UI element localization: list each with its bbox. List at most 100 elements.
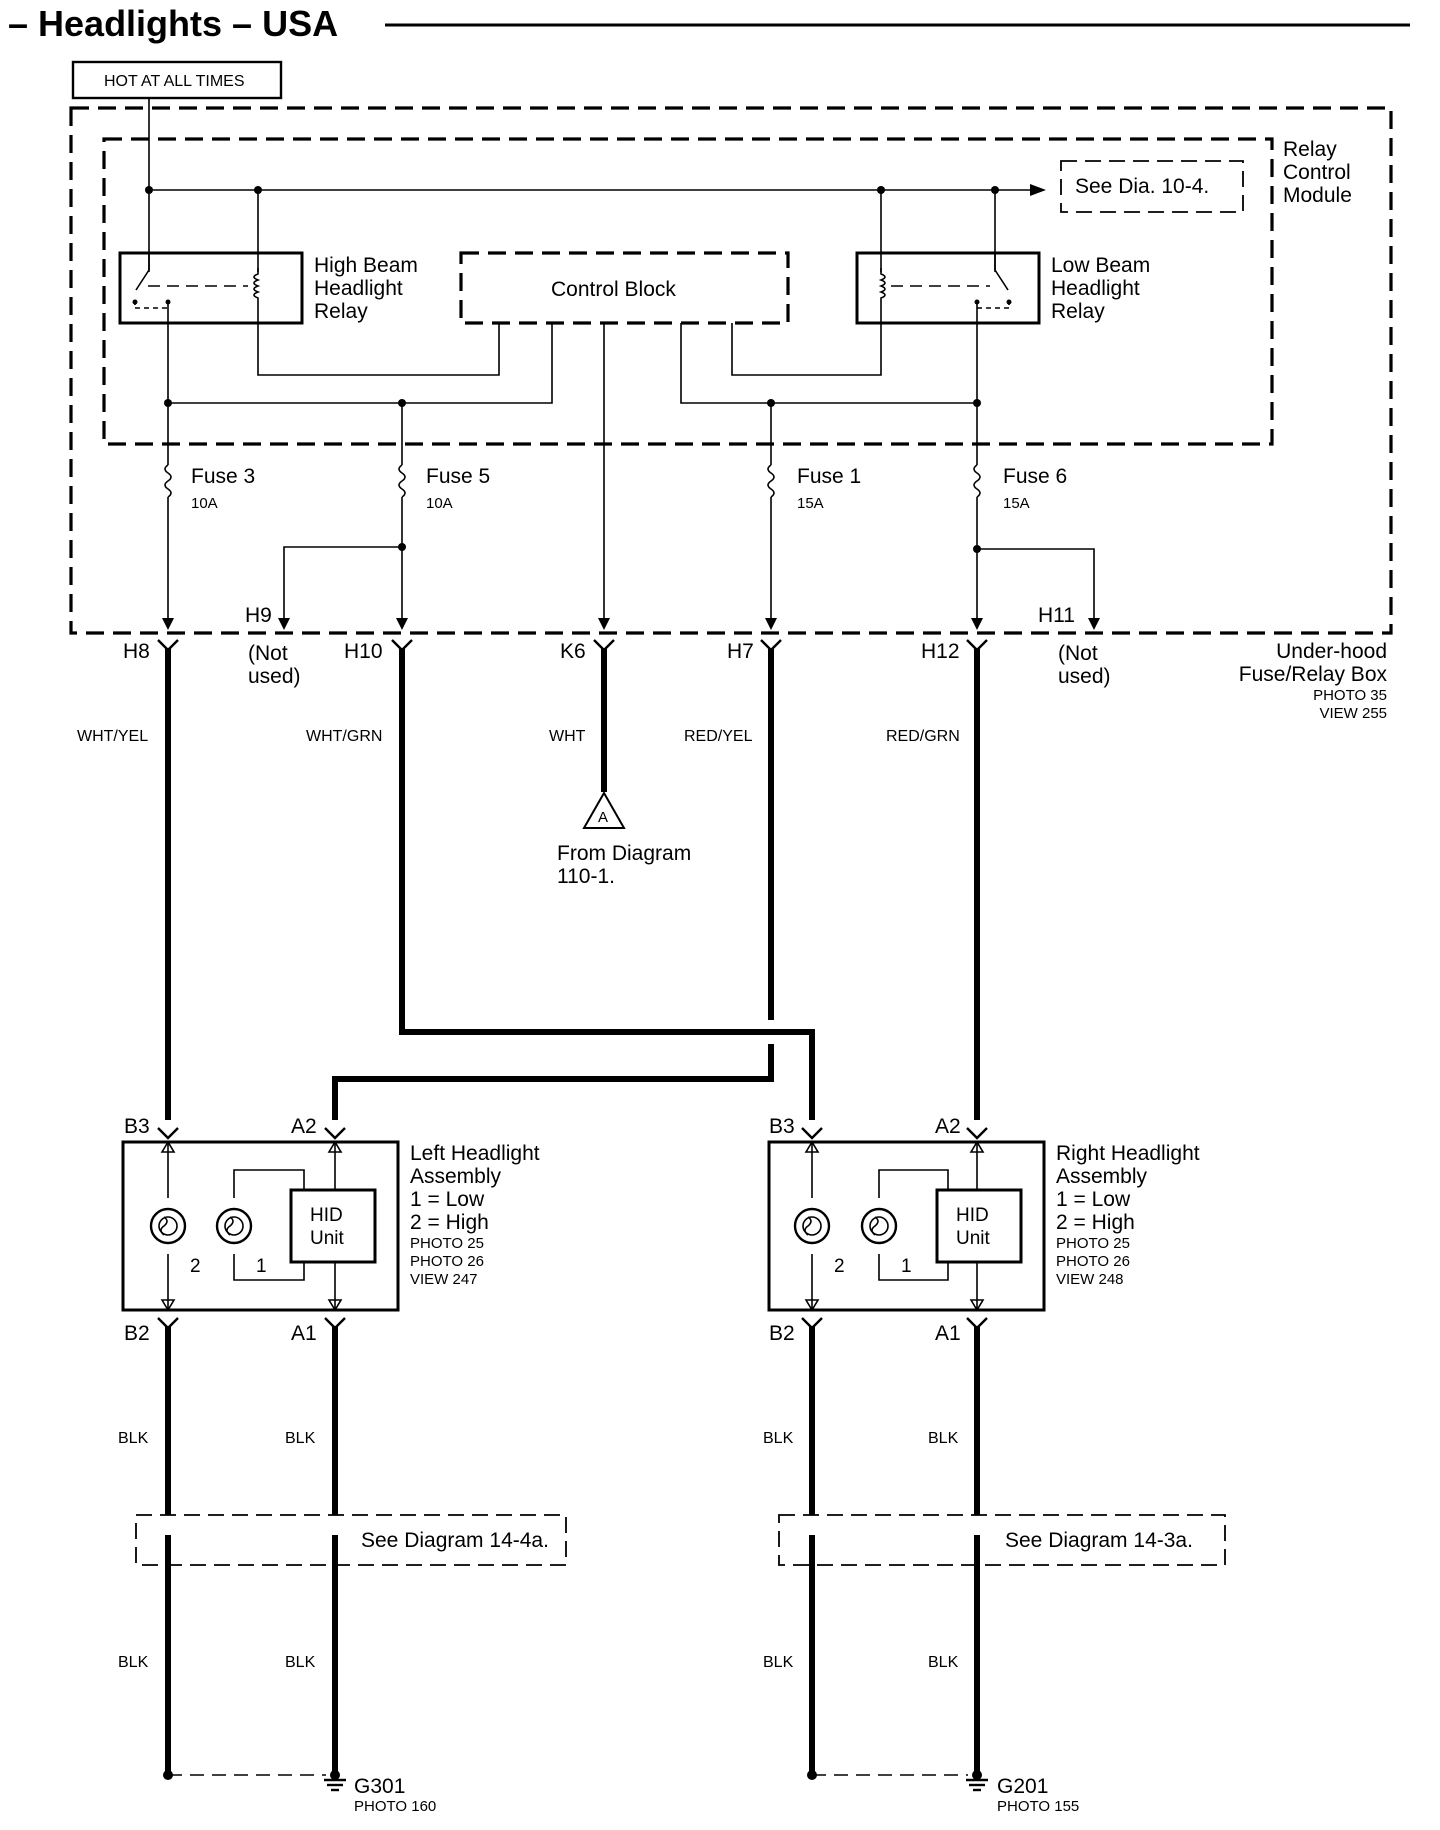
hot-at-all-times-box: [71, 60, 283, 100]
fuse-6-name: Fuse 6: [1003, 465, 1067, 488]
right-a1-wire-color-lower: BLK: [928, 1654, 959, 1671]
h9-not-used-2: used): [248, 665, 301, 688]
under-hood-fuse-relay-box-outline: [69, 106, 1393, 635]
left-bulb-2-number: 2: [190, 1256, 201, 1277]
right-b2-wire-color-lower: BLK: [763, 1654, 794, 1671]
fuse-1-rating: 15A: [797, 495, 824, 512]
fuse-6: [971, 403, 1100, 630]
relay-module-label-3: Module: [1283, 184, 1352, 207]
ground-g201-name: G201: [997, 1775, 1048, 1798]
see-diagram-14-3a-box: [778, 1514, 1226, 1566]
wire-color-h8: WHT/YEL: [77, 728, 148, 745]
wire-color-h12: RED/GRN: [886, 728, 960, 745]
from-diagram-triangle: [582, 790, 626, 829]
left-headlight-assembly: [121, 1127, 400, 1330]
ground-wires: [165, 1326, 980, 1775]
right-pin-b3: B3: [769, 1115, 795, 1138]
module-internal-wiring: [164, 304, 981, 630]
ground-g201-ref: PHOTO 155: [997, 1798, 1079, 1815]
hot-at-all-times-label: HOT AT ALL TIMES: [104, 73, 245, 90]
h11-not-used-2: used): [1058, 665, 1111, 688]
wire-color-k6: WHT: [549, 728, 586, 745]
right-assembly-legend-2: 2 = High: [1056, 1211, 1135, 1234]
right-hid-label-2: Unit: [956, 1228, 991, 1249]
low-beam-relay: [855, 251, 1041, 325]
left-hid-label-2: Unit: [310, 1228, 345, 1249]
left-a1-wire-color-lower: BLK: [285, 1654, 316, 1671]
h11-not-used-1: (Not: [1058, 642, 1098, 665]
control-block-box: [459, 251, 790, 325]
left-assembly-ref-1: PHOTO 25: [410, 1235, 484, 1252]
high-relay-label-1: High Beam: [314, 254, 418, 277]
fuse-6-rating: 15A: [1003, 495, 1030, 512]
fuse-box-ref-2: VIEW 255: [1319, 705, 1387, 722]
right-pin-a2: A2: [935, 1115, 961, 1138]
fuse-box-label-2: Fuse/Relay Box: [1239, 663, 1388, 686]
wire-color-h10: WHT/GRN: [306, 728, 382, 745]
terminal-k6: K6: [560, 640, 586, 663]
fuse-5-rating: 10A: [426, 495, 453, 512]
left-pin-b2: B2: [124, 1322, 150, 1345]
right-headlight-assembly: [767, 1127, 1046, 1330]
hot-bus: [145, 98, 1046, 272]
see-dia-10-4-box: [1060, 160, 1244, 213]
right-assembly-title-1: Right Headlight: [1056, 1142, 1200, 1165]
low-relay-label-3: Relay: [1051, 300, 1105, 323]
wire-color-h7: RED/YEL: [684, 728, 753, 745]
right-hid-label-1: HID: [956, 1205, 989, 1226]
high-relay-label-2: Headlight: [314, 277, 403, 300]
terminal-h8: H8: [123, 640, 150, 663]
right-pin-a1: A1: [935, 1322, 961, 1345]
relay-control-module-outline: [102, 137, 1274, 446]
left-assembly-ref-3: VIEW 247: [410, 1271, 478, 1288]
right-assembly-ref-3: VIEW 248: [1056, 1271, 1124, 1288]
right-pin-b2: B2: [769, 1322, 795, 1345]
right-a1-wire-color-upper: BLK: [928, 1430, 959, 1447]
left-hid-label-1: HID: [310, 1205, 343, 1226]
left-a1-wire-color-upper: BLK: [285, 1430, 316, 1447]
left-b2-wire-color-upper: BLK: [118, 1430, 149, 1447]
see-diagram-14-4a-label: See Diagram 14-4a.: [361, 1529, 549, 1552]
fuse-5-name: Fuse 5: [426, 465, 490, 488]
left-assembly-title-2: Assembly: [410, 1165, 502, 1188]
terminal-h7: H7: [727, 640, 754, 663]
right-assembly-ref-1: PHOTO 25: [1056, 1235, 1130, 1252]
ground-g301-name: G301: [354, 1775, 405, 1798]
right-bulb-2-number: 2: [834, 1256, 845, 1277]
relay-module-label-2: Control: [1283, 161, 1351, 184]
see-diagram-14-3a-label: See Diagram 14-3a.: [1005, 1529, 1193, 1552]
ground-g201: [807, 1770, 988, 1792]
right-assembly-legend-1: 1 = Low: [1056, 1188, 1131, 1211]
h9-not-used-1: (Not: [248, 642, 288, 665]
low-relay-label-2: Headlight: [1051, 277, 1140, 300]
fuse-1-name: Fuse 1: [797, 465, 861, 488]
left-assembly-legend-1: 1 = Low: [410, 1188, 485, 1211]
terminal-h9: H9: [245, 604, 272, 627]
from-diagram-label-2: 110-1.: [557, 865, 615, 888]
terminal-h11: H11: [1038, 604, 1075, 627]
left-pin-b3: B3: [124, 1115, 150, 1138]
fuse-box-ref-1: PHOTO 35: [1313, 687, 1387, 704]
from-diagram-label-1: From Diagram: [557, 842, 691, 865]
fuse-1: [765, 403, 777, 630]
fuse-5: [278, 403, 408, 630]
fuse-3-rating: 10A: [191, 495, 218, 512]
diagram-title: – Headlights – USA: [8, 3, 338, 44]
ground-g301-ref: PHOTO 160: [354, 1798, 436, 1815]
right-bulb-1-number: 1: [901, 1256, 912, 1277]
see-dia-10-4-label: See Dia. 10-4.: [1075, 175, 1209, 198]
right-b2-wire-color-upper: BLK: [763, 1430, 794, 1447]
relay-module-label-1: Relay: [1283, 138, 1337, 161]
left-pin-a2: A2: [291, 1115, 317, 1138]
harness-wires: [165, 648, 980, 1120]
high-beam-relay: [118, 251, 304, 325]
control-block-label: Control Block: [551, 278, 676, 301]
left-assembly-legend-2: 2 = High: [410, 1211, 489, 1234]
left-assembly-ref-2: PHOTO 26: [410, 1253, 484, 1270]
left-pin-a1: A1: [291, 1322, 317, 1345]
terminal-h12: H12: [921, 640, 960, 663]
terminal-h10: H10: [344, 640, 383, 663]
right-assembly-ref-2: PHOTO 26: [1056, 1253, 1130, 1270]
left-b2-wire-color-lower: BLK: [118, 1654, 149, 1671]
